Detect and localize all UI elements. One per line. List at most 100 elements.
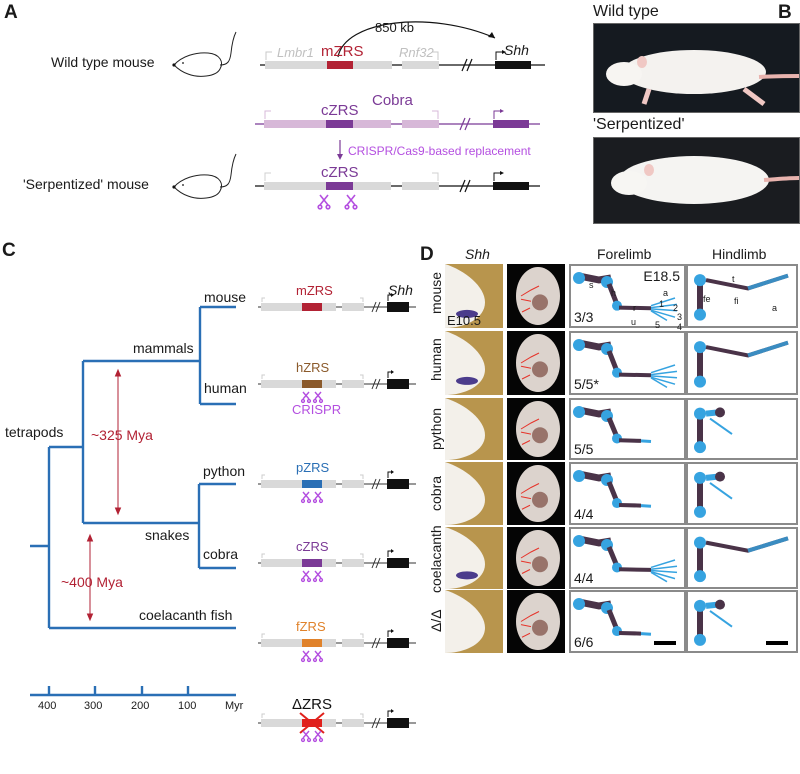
construct-label: hZRS [296, 360, 330, 375]
embryo-image [507, 462, 565, 525]
axis-tick-200: 200 [131, 700, 150, 712]
scale-bar [654, 641, 676, 645]
mzrs-label: mZRS [321, 43, 364, 60]
construct-label: fZRS [296, 619, 326, 634]
scissors-icon [344, 194, 358, 210]
construct-label: cZRS [296, 539, 329, 554]
tree-node-mouse: mouse [204, 289, 247, 305]
row-label-4: coelacanth [428, 525, 444, 593]
czrs-label: cZRS [321, 102, 359, 119]
embryo-image [507, 331, 565, 395]
header-forelimb: Forelimb [597, 246, 652, 262]
bone-label-s: s [589, 280, 594, 290]
construct-0: mZRS [256, 277, 426, 342]
rnf32-gene [402, 61, 439, 69]
tree-node-python: python [203, 463, 246, 479]
embryo-image [507, 398, 565, 460]
bone-label-d1: 1 [659, 299, 665, 309]
construct-3: cZRS [256, 533, 426, 598]
bone-label-u: u [631, 317, 637, 327]
shh-gene [495, 61, 531, 69]
shh-label: Shh [504, 42, 529, 58]
embryo-image [507, 590, 565, 653]
zrs-element [302, 559, 322, 567]
divergence-325-label: ~325 Mya [91, 427, 153, 443]
construct-label: ΔZRS [292, 696, 333, 713]
shh-in-situ-image: E10.5 [445, 264, 503, 328]
scissors-icon [300, 570, 324, 583]
panel-label-d: D [420, 244, 434, 265]
forelimb-skeleton-image: 5/5 [569, 398, 686, 460]
embryo-image [507, 527, 565, 589]
serpentized-mouse-photo [593, 137, 800, 224]
serpentized-mouse-drawing-icon [172, 153, 237, 199]
crispr-replacement-label: CRISPR/Cas9-based replacement [348, 144, 531, 158]
construct-label: mZRS [296, 283, 333, 298]
axis-tick-400: 400 [38, 700, 57, 712]
bone-label-d5: 5 [655, 320, 661, 330]
bone-label-a: a [663, 288, 669, 298]
zrs-element [302, 480, 322, 488]
shh-in-situ-image [445, 527, 503, 589]
sample-count: 4/4 [574, 506, 594, 522]
bone-label-d4: 4 [677, 322, 683, 332]
construct-label: pZRS [296, 460, 330, 475]
construct-2: pZRS [256, 454, 426, 519]
hindlimb-skeleton-image [686, 462, 798, 525]
construct-5: ΔZRS [256, 693, 426, 758]
distance-label: 850 kb [375, 20, 415, 35]
bone-label-r: r [633, 303, 636, 313]
sample-count: 6/6 [574, 634, 594, 650]
czrs-serpentized-label: cZRS [321, 164, 359, 181]
row-label-3: cobra [428, 475, 444, 511]
stage-label-e10-5: E10.5 [447, 313, 481, 328]
cobra-label: Cobra [372, 92, 413, 109]
shh-expression-spot [456, 376, 478, 385]
shh-in-situ-image [445, 331, 503, 395]
stage-label-e18-5: E18.5 [643, 268, 680, 284]
forelimb-skeleton-image: 5/5* [569, 331, 686, 395]
axis-unit: Myr [225, 700, 244, 712]
scissors-icon [317, 194, 331, 210]
sample-count: 4/4 [574, 570, 594, 586]
divergence-400-label: ~400 Mya [61, 574, 123, 590]
shh-in-situ-image [445, 590, 503, 653]
panel-a-loci [255, 21, 545, 210]
scissors-icon [300, 650, 324, 663]
bone-label-fi: fi [734, 296, 739, 306]
panel-label-b: B [778, 2, 792, 23]
row-label-2: python [428, 407, 444, 450]
tree-node-mammals: mammals [133, 340, 194, 356]
mouse-drawing-icon [172, 31, 237, 77]
bone-label-d3: 3 [677, 312, 683, 322]
construct-4: fZRS [256, 613, 426, 678]
scissors-icon [300, 730, 324, 743]
embryo-image [507, 264, 565, 328]
zrs-element [302, 639, 322, 647]
forelimb-skeleton-image: 4/4 [569, 527, 686, 589]
bone-label-a: a [772, 303, 778, 313]
czrs-replaced-element [326, 182, 353, 190]
wt-mouse-label: Wild type mouse [51, 54, 155, 70]
czrs-cobra-element [326, 120, 353, 128]
header-shh: Shh [465, 246, 490, 262]
shh-expression-spot [456, 309, 478, 318]
hindlimb-skeleton-image [686, 398, 798, 460]
row-label-5: Δ/Δ [428, 609, 444, 632]
sample-count: 5/5 [574, 441, 594, 457]
hindlimb-skeleton-image [686, 590, 798, 653]
tree-node-cobra: cobra [203, 546, 239, 562]
scissors-icon [300, 491, 324, 504]
row-label-0: mouse [428, 271, 444, 314]
tree-node-human: human [204, 380, 247, 396]
crispr-label: CRISPR [292, 402, 342, 417]
hindlimb-skeleton-image [686, 527, 798, 589]
panel-label-c: C [2, 240, 16, 261]
constructs-shh-header: Shh [388, 282, 413, 298]
enhancer-arc [337, 21, 496, 58]
shh-in-situ-image [445, 462, 503, 525]
scale-bar [766, 641, 788, 645]
mzrs-element [327, 61, 353, 69]
serpentized-photo-label: 'Serpentized' [593, 116, 685, 133]
